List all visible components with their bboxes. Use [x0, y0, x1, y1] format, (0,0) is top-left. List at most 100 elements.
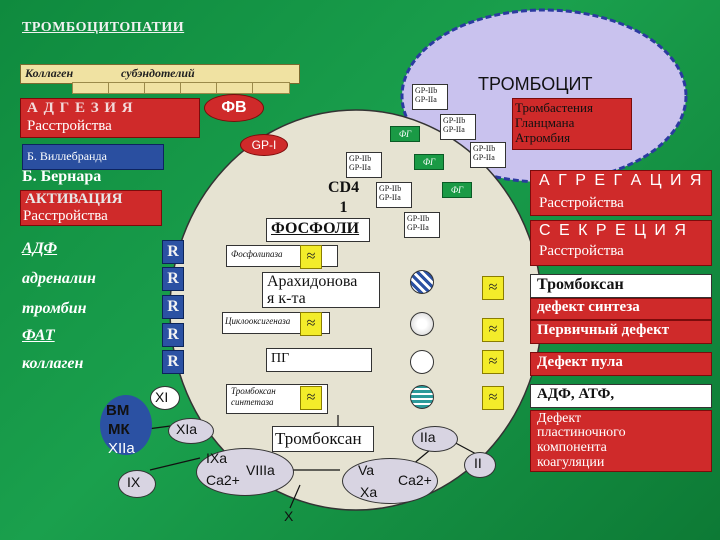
approx-marker: ≈ — [482, 386, 504, 410]
right-item-label: АДФ, АТФ, — [537, 386, 615, 402]
receptor-box: R — [162, 240, 184, 264]
gp-label-2: GP-IIa — [443, 125, 465, 134]
factor-label: Va — [358, 462, 375, 478]
factor-oval — [464, 452, 496, 478]
collagen-fiber — [108, 82, 146, 94]
cyclooxygenase-label: Циклооксигеназа — [225, 316, 291, 326]
factor-label: Xa — [360, 484, 378, 500]
pg-box: ПГ — [266, 348, 372, 372]
right-item-box: Тромбоксан — [530, 274, 712, 298]
collagen-fiber — [216, 82, 254, 94]
right-item-label: Первичный дефект — [537, 322, 670, 338]
right-item-box: АДФ, АТФ, — [530, 384, 712, 408]
agonist-label: адреналин — [22, 270, 96, 287]
enzyme-marker: ≈ — [300, 245, 322, 269]
phospholipids-label: ФОСФОЛИ — [271, 220, 360, 237]
factor-label: XI — [155, 389, 169, 405]
gp-label-2: GP-IIa — [415, 95, 437, 104]
collagen-label: Коллаген — [25, 66, 74, 80]
gp-label-2: GP-IIa — [407, 223, 429, 232]
page-title: ТРОМБОЦИТОПАТИИ — [22, 20, 185, 35]
granule-icon — [410, 312, 434, 336]
thromboxane-box: Тромбоксан — [272, 426, 374, 452]
arrow-ixa — [149, 457, 201, 471]
collagen-bar: Коллаген субэндотелий — [20, 64, 300, 84]
prothrombinase-complex — [342, 458, 438, 504]
factor-label: МК — [108, 421, 130, 438]
factor-label: II — [474, 455, 482, 471]
factor-label: VIIIa — [246, 462, 275, 478]
arachidonic-box: Арахидонова я к-та — [262, 272, 380, 308]
procoag-line: Дефект — [537, 411, 582, 426]
right-item-label: дефект синтеза — [537, 299, 640, 315]
factor-label: ВМ — [106, 402, 130, 419]
procoag-line: пластиночного — [537, 425, 626, 440]
arrow-x — [289, 484, 301, 509]
gp-label-1: GP-IIb — [379, 184, 402, 193]
aggregation-box: А Г Р Е Г А Ц И Я Расстройства — [530, 170, 712, 216]
gp-label-2: GP-IIa — [473, 153, 495, 162]
factor-label: X — [284, 508, 294, 524]
factor-label: XIIa — [108, 440, 135, 457]
von-willebrand-factor: ФВ — [204, 94, 264, 122]
vwd-box: Б. Виллебранда — [22, 144, 164, 170]
granule-icon — [410, 385, 434, 409]
factor-label: IX — [127, 474, 141, 490]
factor-label: IIa — [420, 429, 436, 445]
granule-icon — [410, 350, 434, 374]
bernard-soulier-label: Б. Бернара — [22, 168, 102, 185]
activation-title: АКТИВАЦИЯ — [25, 191, 123, 207]
right-item-box: дефект синтеза — [530, 298, 712, 320]
factor-label: Ca2+ — [398, 472, 432, 488]
fibrinogen-label: ФГ — [390, 126, 420, 142]
collagen-fiber — [144, 82, 182, 94]
procoagulant-defect-box: Дефект пластиночного компонента коагуляц… — [530, 410, 712, 472]
right-item-box: Первичный дефект — [530, 320, 712, 344]
secretion-box: С Е К Р Е Ц И Я Расстройства — [530, 220, 712, 266]
secretion-title: С Е К Р Е Ц И Я — [539, 222, 688, 239]
procoag-line: коагуляции — [537, 455, 605, 470]
right-item-box: Дефект пула — [530, 352, 712, 376]
collagen-fiber — [72, 82, 110, 94]
receptor-box: R — [162, 295, 184, 319]
factor-label: Ca2+ — [206, 472, 240, 488]
enzyme-marker: ≈ — [300, 386, 322, 410]
factor-oval — [412, 426, 458, 452]
receptor-box: R — [162, 323, 184, 347]
gp-label-2: GP-IIa — [379, 193, 401, 202]
right-item-label: Тромбоксан — [537, 276, 624, 293]
thrombasthenia-line: Атромбия — [515, 130, 571, 145]
adhesion-disorders: Расстройства — [27, 118, 112, 134]
collagen-fiber — [252, 82, 290, 94]
fibrinogen-label: ФГ — [442, 182, 472, 198]
receptor-box: R — [162, 350, 184, 374]
gp1-receptor: GP-I — [240, 134, 288, 156]
agonist-label: АДФ — [22, 240, 58, 257]
gp-label-1: GP-IIb — [443, 116, 466, 125]
factor-oval — [118, 470, 156, 498]
gp-label-2: GP-IIa — [349, 163, 371, 172]
thromboxane-label: Тромбоксан — [275, 429, 362, 448]
factor-label: IXa — [206, 450, 228, 466]
right-item-label: Дефект пула — [537, 354, 623, 370]
phospholipids-box: ФОСФОЛИ — [266, 218, 370, 242]
thrombasthenia-line: Гланцмана — [515, 115, 575, 130]
gp-label-1: GP-IIb — [407, 214, 430, 223]
adhesion-title: А Д Г Е З И Я — [27, 100, 134, 116]
activation-box: АКТИВАЦИЯ Расстройства — [20, 190, 162, 226]
tenase-complex — [196, 448, 294, 496]
agonist-label: коллаген — [22, 355, 84, 372]
agonist-label: ФАТ — [22, 327, 55, 344]
phospholipase-label: Фосфолипаза — [231, 249, 283, 259]
platelet-label: ТРОМБОЦИТ — [478, 74, 593, 94]
factor-label: XIa — [176, 421, 198, 437]
collagen-fiber — [180, 82, 218, 94]
agonist-label: тромбин — [22, 300, 87, 317]
vwd-label: Б. Виллебранда — [27, 149, 107, 163]
